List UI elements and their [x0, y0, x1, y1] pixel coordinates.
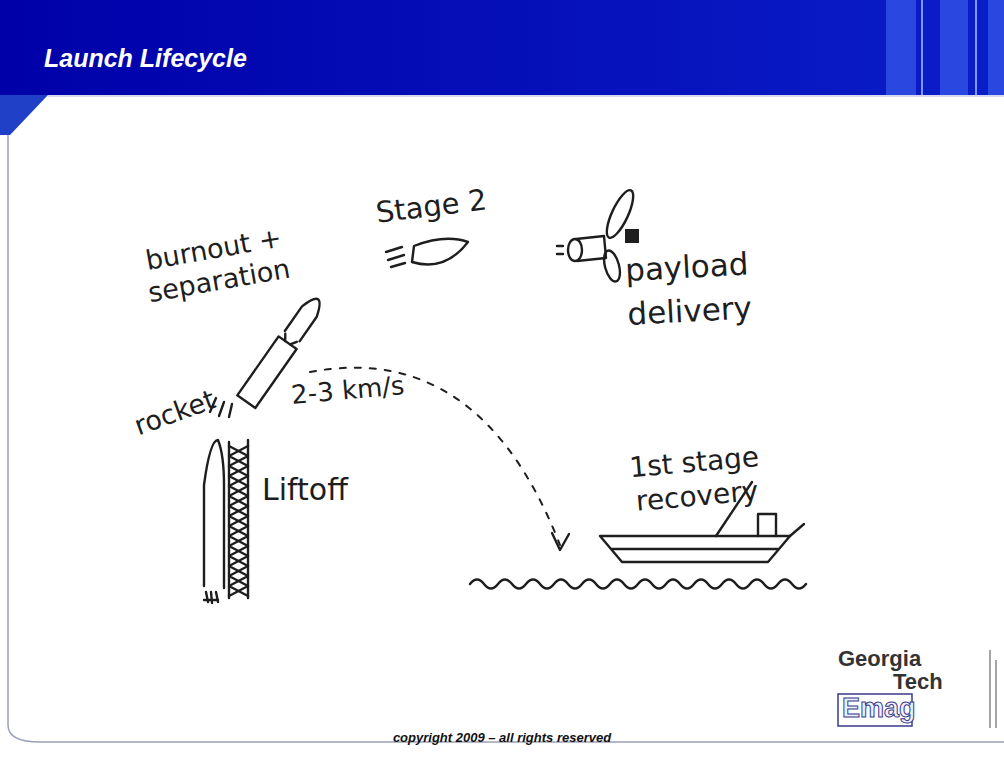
logo-text: Georgia — [838, 646, 921, 672]
header-corner — [0, 95, 48, 135]
stage-note: 1st stage recovery — [598, 437, 793, 521]
separation-mark — [282, 334, 297, 347]
part-name: rocket — [130, 383, 219, 441]
speed-value: 2-3 km/s — [290, 370, 406, 410]
slide-title: Launch Lifecycle — [44, 44, 247, 73]
header-band — [0, 0, 1004, 95]
header-stripe — [940, 0, 968, 95]
stage-note: burnout + separation — [140, 221, 293, 309]
slide-frame — [8, 135, 1004, 742]
satellite-block — [625, 229, 639, 243]
ship-mast — [790, 524, 804, 536]
solar-panel — [601, 249, 623, 284]
satellite-body — [576, 236, 606, 261]
ocean-waves — [470, 580, 806, 589]
rocket-flame — [204, 592, 218, 603]
copyright-note: copyright 2009 – all rights reserved — [0, 730, 1004, 745]
tower-lattice — [229, 446, 248, 596]
header-stripe — [886, 0, 916, 95]
stage-two — [412, 239, 468, 265]
stage-note: Stage 2 — [374, 182, 489, 229]
stage-note: payload delivery — [624, 241, 753, 335]
header-stripe-gap — [921, 0, 923, 95]
logo-text: Emag — [842, 693, 916, 724]
arrow-head — [552, 533, 569, 550]
launch-tower — [229, 440, 248, 598]
upper-stage — [285, 294, 326, 341]
satellite-end — [568, 239, 582, 261]
ship-deck — [612, 548, 778, 550]
logo-text: Tech — [893, 669, 943, 695]
tower-lattice — [229, 446, 248, 596]
first-stage — [237, 336, 296, 408]
header-stripe-gap — [975, 0, 977, 95]
satellite-antenna — [557, 246, 563, 254]
stage-note: Liftoff — [262, 472, 348, 507]
header-stripe — [988, 0, 1004, 95]
header-rule — [48, 95, 1004, 97]
rocket-body — [204, 440, 224, 588]
ship-bridge — [758, 514, 776, 536]
logo-mark — [990, 650, 996, 728]
stage-two-exhaust — [386, 247, 405, 267]
ship-hull — [600, 536, 790, 562]
